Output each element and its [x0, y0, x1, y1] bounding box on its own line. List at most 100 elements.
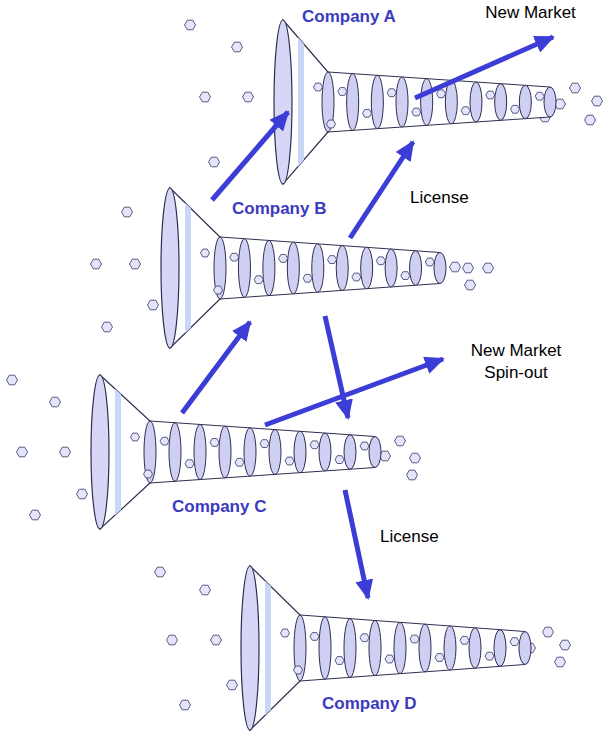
particle	[535, 92, 544, 100]
company-funnel: Company A	[262, 5, 562, 190]
transfer-arrow	[182, 322, 250, 413]
particle	[338, 88, 347, 96]
particle	[235, 458, 244, 466]
tube-ring	[244, 428, 256, 476]
particle	[200, 585, 211, 595]
particle	[435, 654, 444, 662]
tube-ring	[470, 82, 482, 122]
tube-ring	[319, 433, 331, 471]
particle	[363, 109, 372, 117]
tube-ring	[219, 426, 231, 478]
particle	[585, 115, 596, 125]
particle	[437, 90, 446, 98]
tube-ring	[319, 617, 331, 679]
tube-ring	[214, 237, 226, 299]
license-label: License	[410, 187, 469, 209]
particle	[463, 263, 474, 273]
tube-ring	[371, 75, 383, 128]
license-label: License	[380, 526, 439, 548]
particle	[148, 300, 159, 310]
particle	[102, 322, 113, 332]
particle	[543, 627, 554, 637]
tube-ring	[194, 424, 206, 479]
spin-out-arrow	[265, 359, 443, 425]
particle	[335, 456, 344, 464]
particle	[395, 436, 406, 446]
tube-ring	[336, 246, 348, 291]
particle	[30, 510, 41, 520]
particle	[328, 256, 337, 264]
particle	[425, 258, 434, 266]
particle	[401, 272, 410, 280]
particle	[376, 257, 385, 265]
tube-ring	[519, 85, 531, 118]
tube-ring	[369, 621, 381, 676]
funnel-band	[185, 203, 191, 334]
particle	[592, 96, 603, 106]
transfer-arrow	[345, 490, 368, 598]
particle	[227, 680, 238, 690]
company-name: Company D	[322, 694, 416, 714]
particle	[412, 108, 421, 116]
particle	[211, 635, 222, 645]
funnel-band	[265, 581, 271, 716]
particle	[360, 442, 369, 450]
particle	[450, 262, 461, 272]
tube-ring	[361, 247, 373, 288]
market-label: New Market Spin-out	[452, 340, 580, 384]
particle	[7, 375, 18, 385]
tube-ring	[369, 437, 381, 468]
particle	[254, 276, 263, 284]
funnel-mouth	[91, 375, 109, 529]
particle	[77, 489, 88, 499]
particle	[510, 638, 519, 646]
particle	[144, 470, 153, 478]
tube-ring	[344, 435, 356, 469]
funnel-band	[298, 37, 304, 166]
market-label: New Market	[468, 2, 593, 24]
particle	[60, 447, 71, 457]
funnel-mouth	[241, 566, 259, 730]
particle	[410, 453, 421, 463]
tube-ring	[494, 630, 506, 667]
tube-ring	[445, 80, 457, 123]
particle	[281, 629, 290, 637]
particle	[167, 635, 178, 645]
particle	[91, 259, 102, 269]
particle	[17, 447, 28, 457]
particle	[180, 700, 191, 710]
particle	[200, 92, 211, 102]
particle	[511, 105, 520, 113]
tube-ring	[269, 430, 281, 475]
tube-ring	[169, 423, 181, 482]
company-name: Company C	[172, 497, 266, 517]
particle	[485, 652, 494, 660]
company-name: Company B	[232, 199, 326, 219]
tube-ring	[263, 240, 275, 295]
transfer-arrow	[350, 142, 413, 238]
company-funnel: Company B	[148, 183, 448, 355]
funnel-shape	[262, 5, 562, 190]
particle	[201, 249, 210, 257]
tube-ring	[519, 632, 531, 665]
tube-ring	[544, 87, 556, 117]
particle	[486, 91, 495, 99]
tube-ring	[344, 619, 356, 678]
tube-ring	[294, 615, 306, 681]
tube-ring	[238, 239, 250, 298]
tube-ring	[495, 84, 507, 121]
tube-ring	[347, 74, 359, 131]
particle	[560, 640, 571, 650]
company-name: Company A	[302, 7, 396, 27]
particle	[407, 470, 418, 480]
tube-ring	[294, 431, 306, 472]
particle	[285, 457, 294, 465]
particle	[185, 20, 196, 30]
particle	[465, 280, 476, 290]
particle	[555, 657, 566, 667]
particle	[294, 666, 303, 674]
particle	[160, 437, 169, 445]
particle	[130, 259, 141, 269]
particle	[410, 635, 419, 643]
